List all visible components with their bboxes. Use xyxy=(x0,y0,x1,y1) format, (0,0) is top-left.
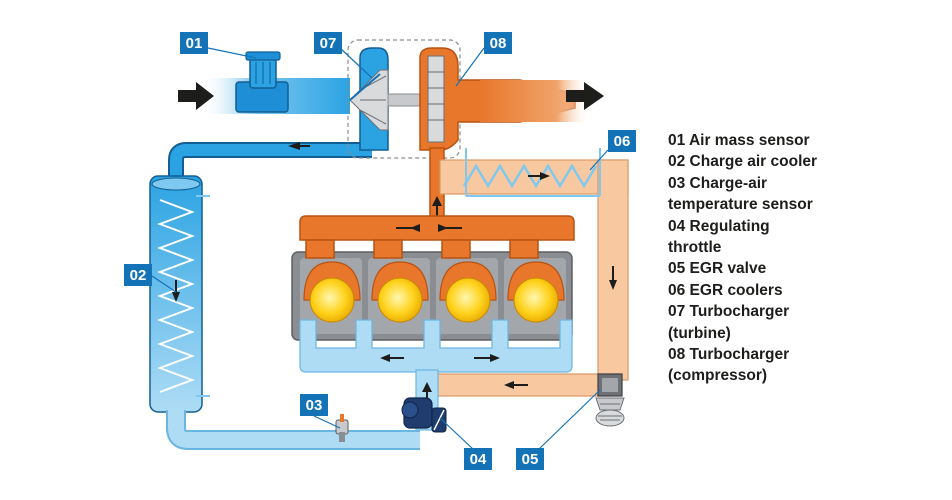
tag-08: 08 xyxy=(484,32,512,54)
tag-07: 07 xyxy=(314,32,342,54)
legend-line: 02 Charge air cooler xyxy=(668,153,818,171)
charge-air-cooler xyxy=(149,175,210,413)
cylinders xyxy=(303,261,565,323)
tag-05-text: 05 xyxy=(522,451,539,468)
tag-03-text: 03 xyxy=(306,397,323,414)
intake-pipe-to-cooler xyxy=(168,142,372,182)
tag-08-text: 08 xyxy=(490,35,507,52)
legend-line: temperature sensor xyxy=(668,196,813,214)
tag-07-text: 07 xyxy=(320,35,337,52)
component-legend: 01 Air mass sensor 02 Charge air cooler … xyxy=(668,130,938,387)
legend-line: 07 Turbocharger xyxy=(668,303,790,321)
tag-02-text: 02 xyxy=(130,267,147,284)
tag-04-text: 04 xyxy=(470,451,487,468)
label-tags: 01 07 08 06 02 03 04 05 xyxy=(124,32,636,470)
legend-line: (compressor) xyxy=(668,367,768,385)
legend-line: (turbine) xyxy=(668,324,731,342)
turbocharger-shaft xyxy=(387,93,423,107)
legend-line: 08 Turbocharger xyxy=(668,346,790,364)
tag-01-text: 01 xyxy=(186,35,203,52)
intake-pipe-to-throttle xyxy=(166,410,420,450)
legend-line: 06 EGR coolers xyxy=(668,281,783,299)
egr-return-pipe xyxy=(429,373,611,397)
legend-line: 01 Air mass sensor xyxy=(668,132,810,149)
exhaust-manifold xyxy=(299,215,575,241)
legend-line: throttle xyxy=(668,239,722,257)
tag-01: 01 xyxy=(180,32,208,54)
charge-air-temperature-sensor xyxy=(335,414,349,442)
regulating-throttle xyxy=(401,397,447,433)
tag-02: 02 xyxy=(124,264,152,286)
legend-line: 05 EGR valve xyxy=(668,260,767,278)
tag-04: 04 xyxy=(464,448,492,470)
tag-06-text: 06 xyxy=(614,133,631,150)
tag-05: 05 xyxy=(516,448,544,470)
tag-06: 06 xyxy=(608,130,636,152)
intake-manifold xyxy=(299,319,573,373)
exhaust-runners xyxy=(305,239,539,259)
egr-valve xyxy=(595,373,625,427)
legend-line: 04 Regulating xyxy=(668,217,770,235)
egr-cooler xyxy=(439,148,629,381)
tag-03: 03 xyxy=(300,394,328,416)
legend-line: 03 Charge-air xyxy=(668,174,768,192)
turbocharger-compressor xyxy=(419,47,604,151)
air-mass-sensor xyxy=(235,51,289,113)
